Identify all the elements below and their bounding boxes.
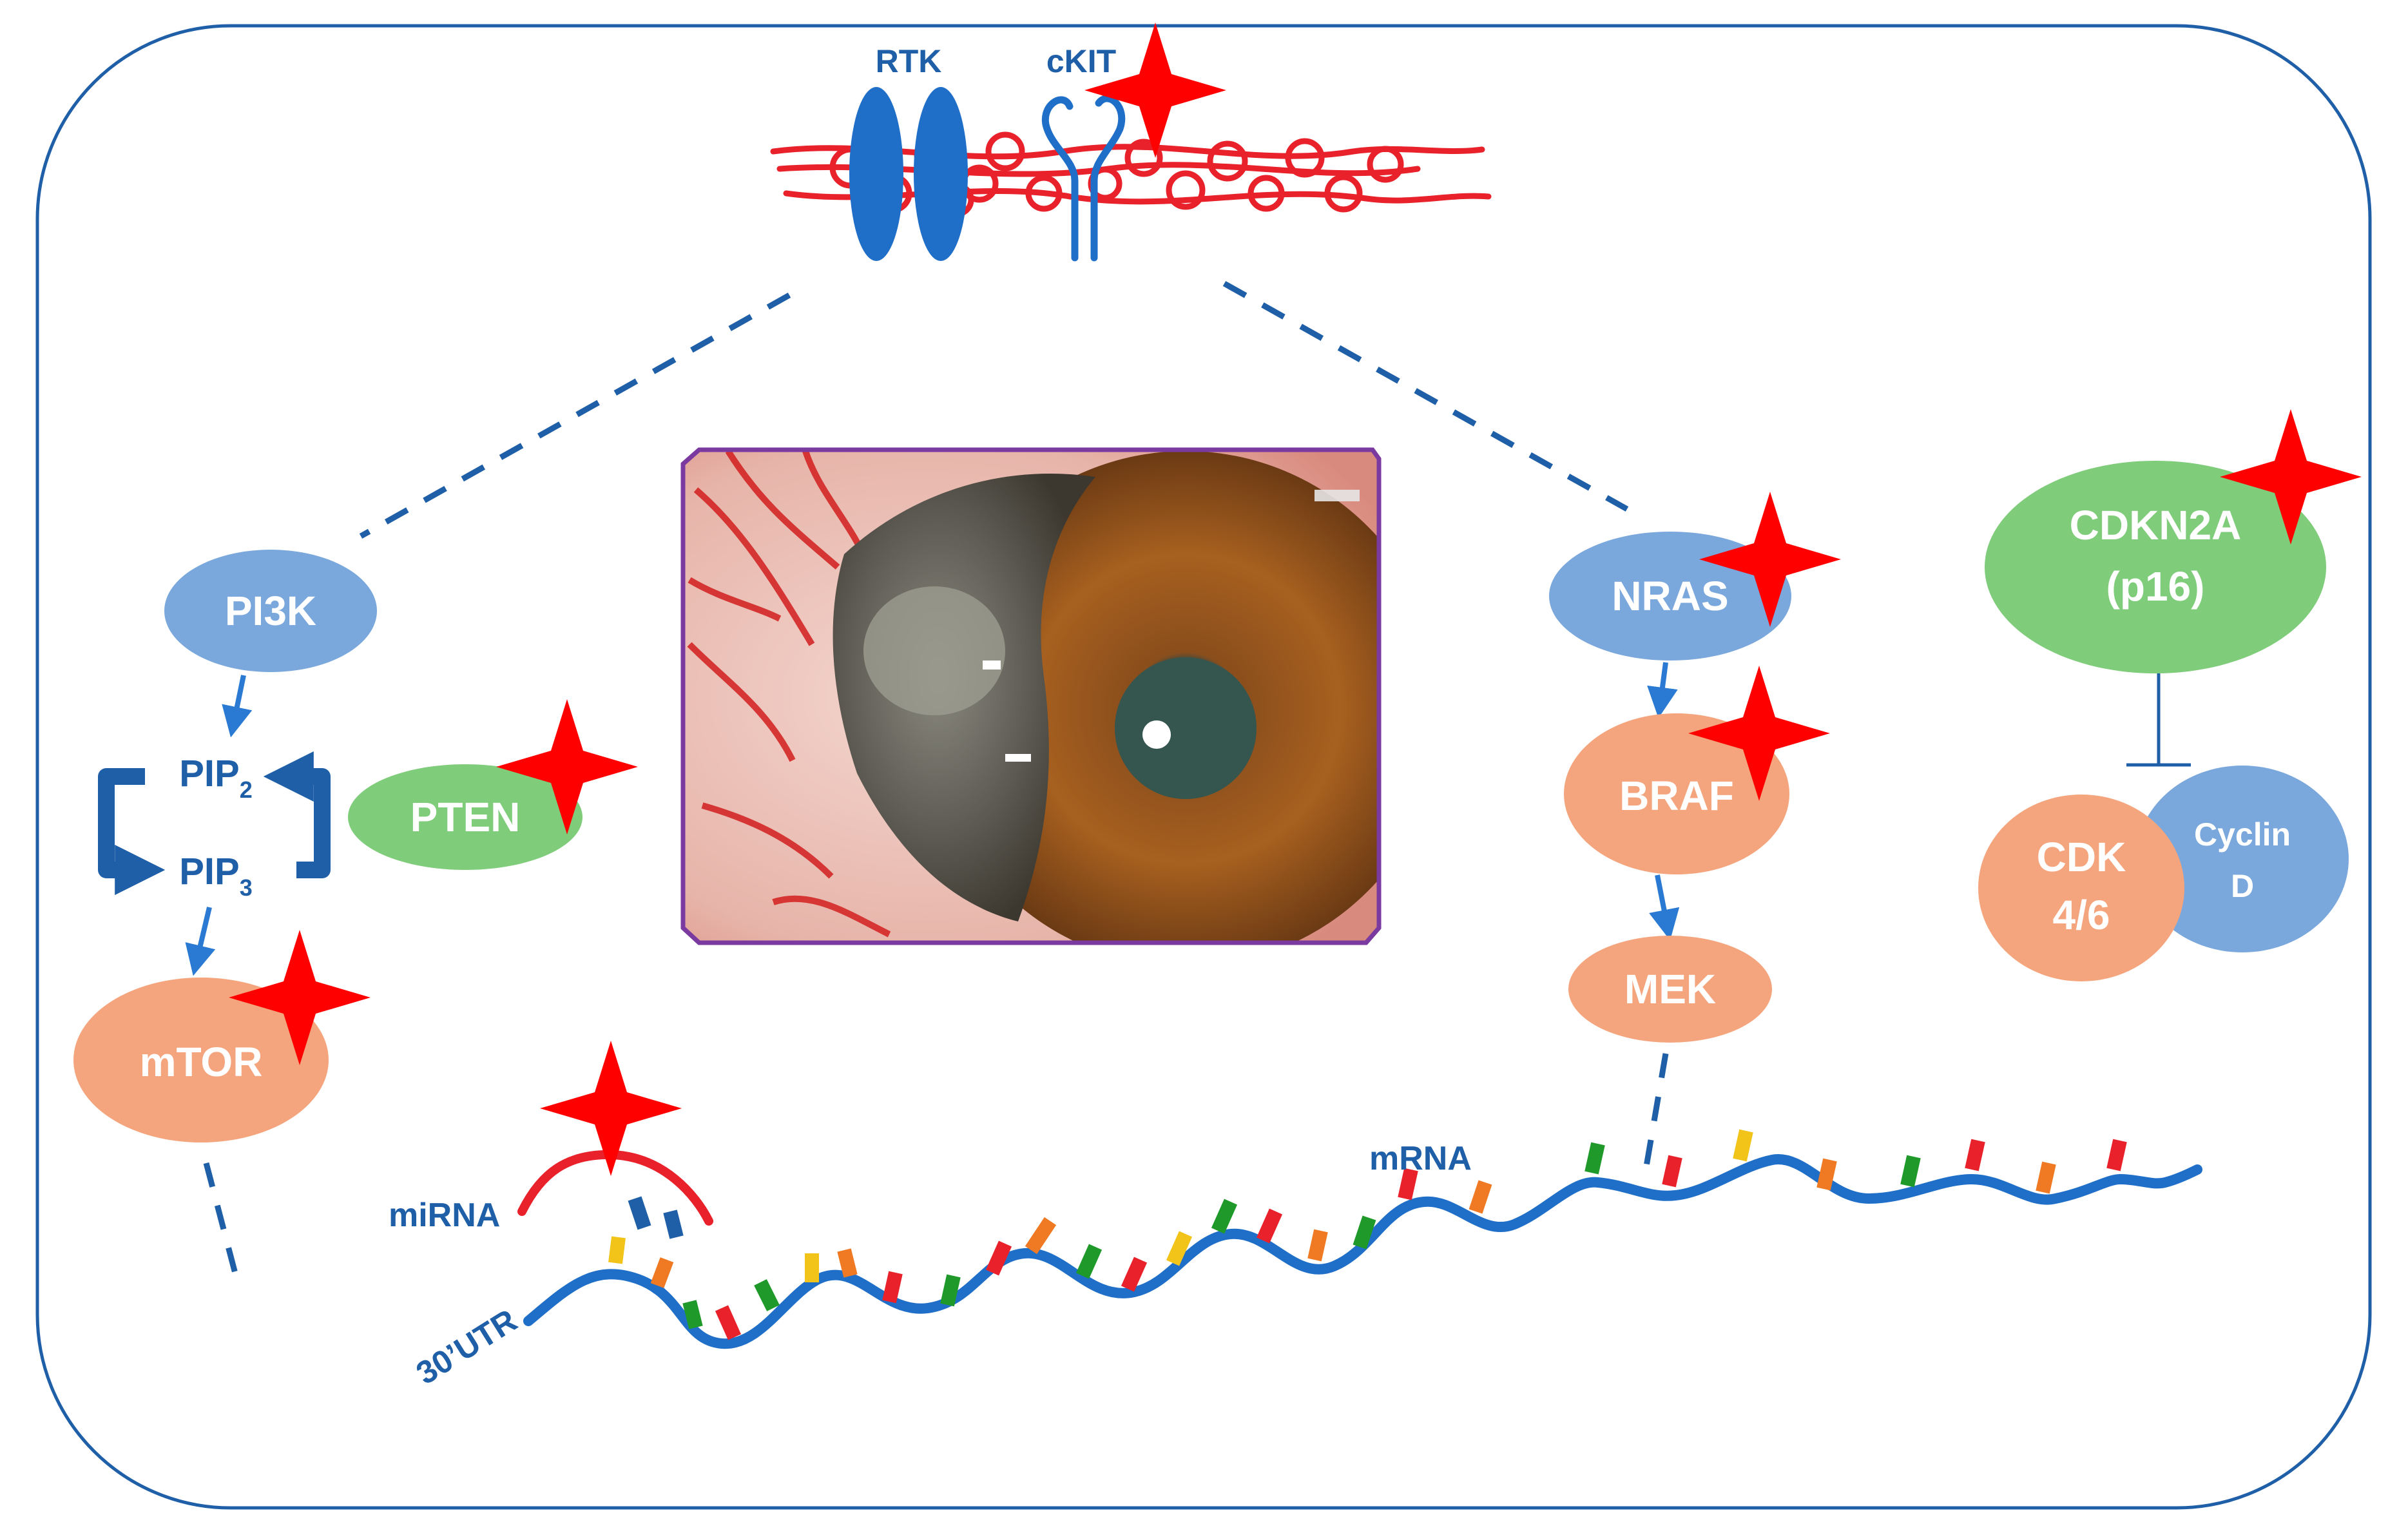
cyclin-d-label-line2: D [2231, 868, 2254, 904]
mrna-strand-icon [523, 1154, 2202, 1349]
eye-photograph [680, 447, 1382, 945]
cdk46-label-line1: CDK [2037, 834, 2126, 880]
cdkn2a-inhibition-icon [2126, 673, 2191, 767]
braf-label: BRAF [1619, 773, 1734, 819]
cell-outline [35, 24, 2372, 1510]
nras-to-braf-arrow [1647, 662, 1678, 718]
mirna-bases-icon [628, 1196, 684, 1239]
mek-label: MEK [1624, 966, 1716, 1012]
cdkn2a-node [1985, 461, 2326, 673]
cyclin-d-node [2136, 766, 2349, 952]
mirna-strand-icon [517, 1150, 713, 1226]
pi3k-label: PI3K [225, 588, 316, 634]
membrane-to-pi3k-connector [359, 293, 791, 539]
cdkn2a-label-line1: CDKN2A [2070, 502, 2242, 548]
nras-label: NRAS [1612, 573, 1728, 619]
pi3k-to-pip-arrow [222, 675, 253, 738]
cdk46-node [1978, 795, 2184, 981]
pip-to-mtor-arrow [185, 907, 216, 976]
pip2-label: PIP2 [179, 753, 253, 803]
cyclin-d-label-line1: Cyclin [2194, 816, 2291, 853]
mrna-bases-icon [608, 1129, 2127, 1340]
mirna-mutation-star-icon [540, 1041, 682, 1176]
rtk-label: RTK [876, 43, 942, 79]
braf-to-mek-arrow [1649, 874, 1680, 941]
membrane-to-nras-connector [1222, 281, 1629, 512]
mek-downstream-connector [1643, 1053, 1669, 1167]
utr-label: 30’UTR [410, 1302, 523, 1392]
braf-node [1564, 713, 1789, 874]
receptor-icon [849, 87, 968, 261]
mek-node [1568, 936, 1772, 1043]
ckit-label: cKIT [1046, 43, 1116, 79]
cdkn2a-label-line2: (p16) [2106, 563, 2205, 610]
mtor-node [73, 978, 329, 1143]
mtor-label: mTOR [140, 1039, 263, 1085]
pip3-label: PIP3 [179, 851, 253, 901]
cdk46-label-line2: 4/6 [2053, 892, 2110, 938]
pip-cycle-icon [98, 751, 331, 895]
mirna-label: miRNA [389, 1197, 500, 1234]
mrna-label: mRNA [1369, 1140, 1472, 1177]
ckit-receptor-icon [1041, 95, 1126, 262]
mtor-downstream-connector [203, 1162, 242, 1287]
pi3k-node [164, 550, 377, 672]
pten-node [348, 764, 583, 870]
pten-label: PTEN [410, 794, 521, 840]
